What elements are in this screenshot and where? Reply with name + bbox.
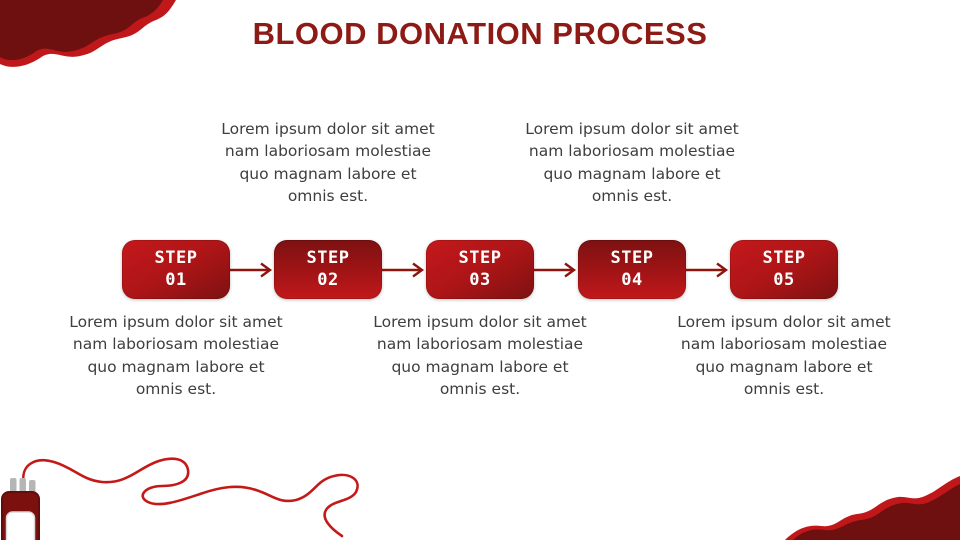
step-4-label: STEP xyxy=(610,248,654,269)
arrow-right-icon xyxy=(382,261,426,279)
step-1-number: 01 xyxy=(165,269,187,290)
blood-bag-with-tube-icon xyxy=(1,457,359,540)
step-box-5: STEP 05 xyxy=(730,240,838,299)
step-3-label: STEP xyxy=(458,248,502,269)
step-2-description: Lorem ipsum dolor sit amet nam laboriosa… xyxy=(221,120,435,206)
step-5-description: Lorem ipsum dolor sit amet nam laboriosa… xyxy=(677,313,891,399)
arrow-right-icon xyxy=(230,261,274,279)
step-box-3: STEP 03 xyxy=(426,240,534,299)
step-box-4: STEP 04 xyxy=(578,240,686,299)
step-2-number: 02 xyxy=(317,269,339,290)
step-1-label: STEP xyxy=(154,248,198,269)
arrow-right-icon xyxy=(534,261,578,279)
step-5-number: 05 xyxy=(773,269,795,290)
step-1-description: Lorem ipsum dolor sit amet nam laboriosa… xyxy=(69,313,283,399)
arrow-right-icon xyxy=(686,261,730,279)
step-4-number: 04 xyxy=(621,269,643,290)
step-3-number: 03 xyxy=(469,269,491,290)
step-4-description: Lorem ipsum dolor sit amet nam laboriosa… xyxy=(525,120,739,206)
step-3-description: Lorem ipsum dolor sit amet nam laboriosa… xyxy=(373,313,587,399)
step-box-1: STEP 01 xyxy=(122,240,230,299)
slide-title: BLOOD DONATION PROCESS xyxy=(252,16,708,51)
step-box-2: STEP 02 xyxy=(274,240,382,299)
step-5-label: STEP xyxy=(762,248,806,269)
blood-splash-bottom-right-icon xyxy=(785,476,960,540)
step-2-label: STEP xyxy=(306,248,350,269)
